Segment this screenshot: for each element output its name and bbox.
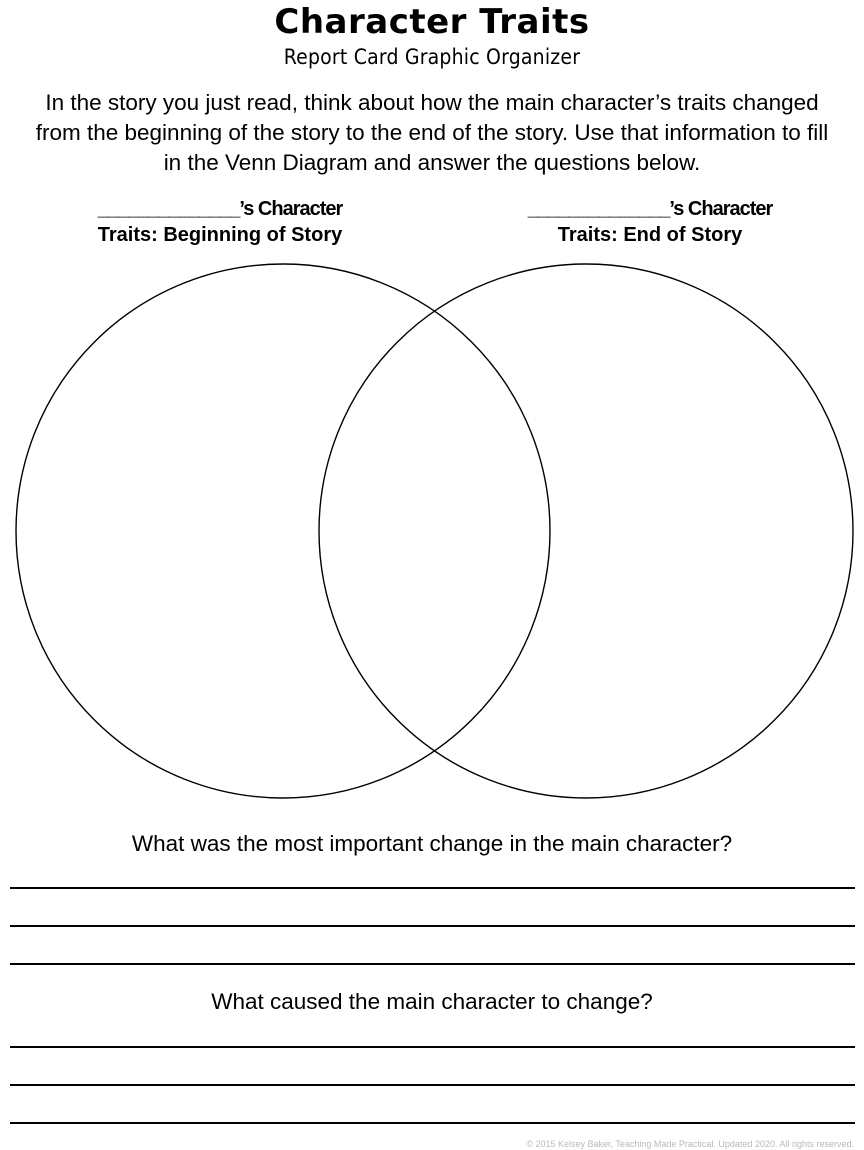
answer-line-2-1[interactable]	[10, 1046, 855, 1048]
answer-line-2-2[interactable]	[10, 1084, 855, 1086]
copyright-footer: © 2015 Kelsey Baker, Teaching Made Pract…	[526, 1139, 854, 1149]
venn-right-label-line2: Traits: End of Story	[557, 224, 743, 246]
answer-line-1-1[interactable]	[10, 887, 855, 889]
venn-right-label: ______________’s Character Traits: End o…	[470, 196, 830, 248]
answer-line-1-3[interactable]	[10, 963, 855, 965]
page-title: Character Traits	[274, 2, 590, 42]
question-2-prompt: What caused the main character to change…	[211, 989, 653, 1014]
venn-left-label-line2: Traits: Beginning of Story	[97, 224, 343, 246]
venn-circle-left[interactable]	[15, 263, 551, 799]
venn-diagram	[0, 258, 864, 806]
venn-left-label: ______________’s Character Traits: Begin…	[40, 196, 400, 248]
venn-circle-right[interactable]	[318, 263, 854, 799]
question-1-prompt: What was the most important change in th…	[131, 831, 733, 856]
answer-line-2-3[interactable]	[10, 1122, 855, 1124]
instructions-text: In the story you just read, think about …	[35, 90, 829, 175]
venn-left-label-line1: ______________’s Character	[97, 198, 344, 220]
answer-line-1-2[interactable]	[10, 925, 855, 927]
page-subtitle: Report Card Graphic Organizer	[283, 45, 581, 69]
venn-diagram-svg	[15, 263, 854, 799]
venn-right-label-line1: ______________’s Character	[527, 198, 774, 220]
